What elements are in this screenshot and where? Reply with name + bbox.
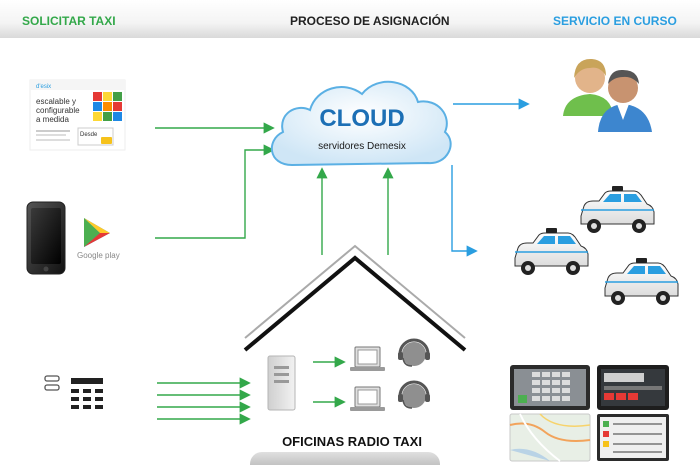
operator-headset-icon: [398, 380, 430, 409]
operator-headset-icon: [398, 338, 430, 367]
server-icon: [267, 355, 296, 411]
device-screenshot: [597, 365, 669, 410]
office-label: OFICINAS RADIO TAXI: [282, 434, 422, 449]
google-play-icon: [84, 218, 110, 247]
taxi-icon: [514, 228, 589, 275]
proceso-title: PROCESO DE ASIGNACIÓN: [290, 14, 450, 28]
cloud-icon: [270, 80, 452, 167]
web-thumbnail: d'esix escalable y configurable a medida…: [29, 79, 126, 151]
pbx-phone-icon: [44, 375, 103, 409]
office-roof: [243, 244, 467, 352]
web-line-2: configurable: [36, 106, 80, 115]
web-line-3: a medida: [36, 115, 69, 124]
tablet-screenshot: [510, 365, 590, 410]
blue-connectors: [451, 98, 530, 257]
laptop-icon: [350, 346, 385, 371]
list-screenshot: [597, 414, 669, 461]
taxi-icon: [580, 186, 655, 233]
cloud-subtitle: servidores Demesix: [318, 141, 406, 152]
cloud-title: CLOUD: [319, 105, 404, 132]
google-play-label: Google play: [77, 251, 120, 260]
users-icon: [563, 58, 652, 132]
servicio-title: SERVICIO EN CURSO: [553, 14, 677, 28]
green-connectors: [155, 122, 394, 425]
laptop-icon: [350, 386, 385, 411]
web-line-1: escalable y: [36, 97, 76, 106]
rubik-cube-icon: [93, 92, 122, 121]
smartphone-icon: [26, 201, 66, 275]
map-screenshot: [509, 413, 591, 462]
web-badge: Desde: [80, 132, 98, 138]
solicitar-taxi-title: SOLICITAR TAXI: [22, 14, 116, 28]
taxi-icon: [604, 258, 679, 305]
office-base-bar: [250, 452, 440, 465]
header-bar: SOLICITAR TAXI PROCESO DE ASIGNACIÓN SER…: [0, 0, 700, 38]
web-brand: d'esix: [36, 84, 51, 90]
